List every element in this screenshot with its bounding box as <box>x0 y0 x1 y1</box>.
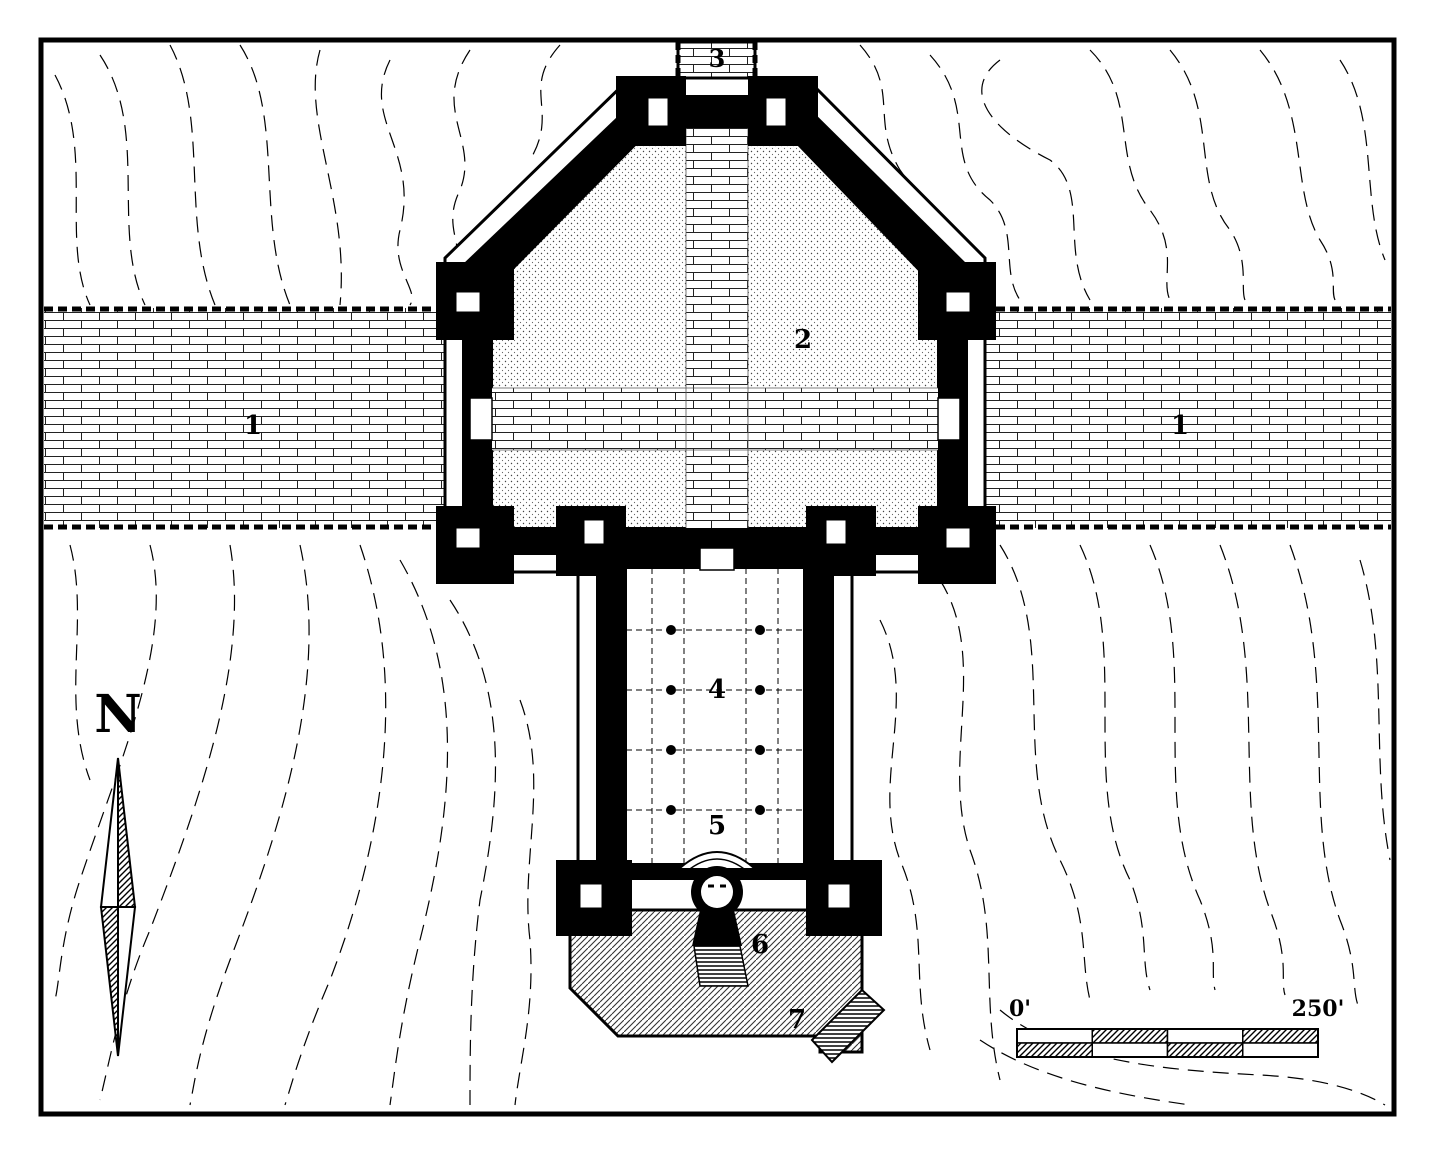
scale-start-label: 0' <box>1009 996 1031 1022</box>
scale-segment <box>1166 1042 1244 1058</box>
label-throne: 6 <box>751 930 769 960</box>
scale-segment <box>1242 1042 1319 1058</box>
label-north-gate: 3 <box>709 44 726 73</box>
great-hall <box>576 547 854 880</box>
scale-segment <box>1091 1028 1169 1044</box>
label-courtyard: 2 <box>794 325 812 355</box>
buttresses <box>596 590 834 820</box>
label-dais: 5 <box>708 811 726 841</box>
scale-segment <box>1242 1028 1319 1044</box>
scale-end-label: 250' <box>1292 996 1345 1022</box>
label-road-east: 1 <box>1171 411 1189 441</box>
north-arrow: N <box>94 684 142 1057</box>
label-road-west: 1 <box>244 411 262 441</box>
scale-segment <box>1016 1028 1093 1044</box>
scale-segments <box>1016 1028 1319 1058</box>
label-hall: 4 <box>708 675 726 705</box>
scale-segment <box>1016 1042 1093 1058</box>
towers <box>436 76 996 936</box>
compass-needle-se <box>117 906 137 1057</box>
terrace <box>568 851 886 1064</box>
terrain-contours <box>54 44 1391 1106</box>
north-label: N <box>94 684 142 745</box>
label-terrace-stair: 7 <box>788 1005 806 1035</box>
scale-bar: 0' 250' <box>1009 996 1345 1058</box>
scale-segment <box>1166 1028 1244 1044</box>
area-labels: 1 1 2 3 4 5 6 7 <box>244 44 1189 1035</box>
courtyard-fortress <box>443 76 987 574</box>
scale-segment <box>1091 1042 1169 1058</box>
